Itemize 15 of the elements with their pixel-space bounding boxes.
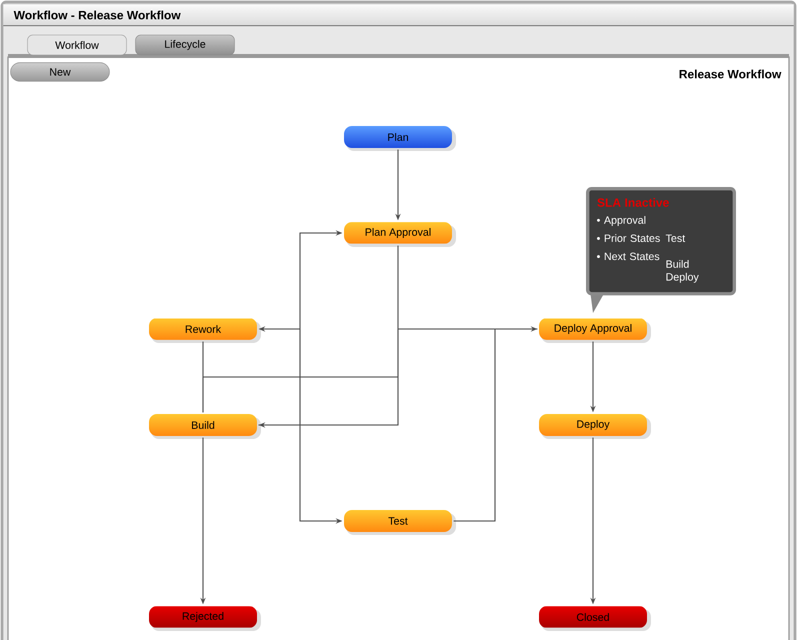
state-box: Rework	[149, 318, 261, 343]
diagram-heading: Release Workflow	[680, 70, 782, 78]
state-box: Deploy	[539, 414, 651, 439]
state-box: Plan Approval	[344, 222, 456, 247]
window-title: Workflow - Release Workflow	[14, 10, 181, 20]
start-state-box: Plan	[344, 126, 456, 151]
state-box: Deploy Approval	[539, 318, 651, 343]
new-button: New	[10, 62, 110, 82]
end-state-box: Rejected	[149, 606, 261, 631]
end-state-box: Closed	[539, 606, 651, 631]
tooltip-callout: SLA Inactive Approval Prior States Test Next States Build Deploy	[586, 187, 736, 313]
tab: Workflow	[27, 34, 127, 56]
tab: Lifecycle	[135, 34, 235, 56]
state-box: Build	[149, 414, 261, 439]
state-box: Test	[344, 510, 456, 535]
